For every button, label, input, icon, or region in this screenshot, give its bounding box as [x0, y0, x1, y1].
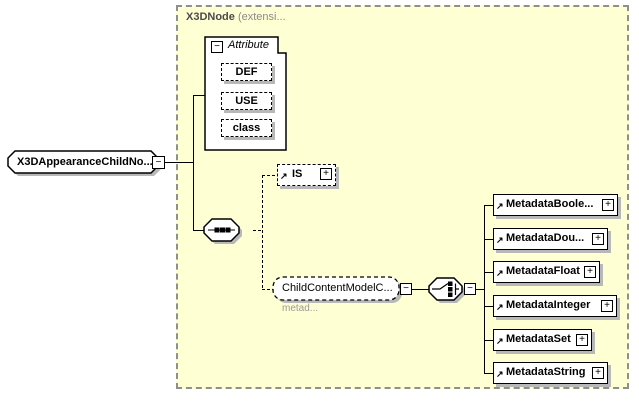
plus-icon: + [595, 233, 601, 244]
reference-arrow-icon: ↗ [280, 171, 288, 181]
attribute-class[interactable]: class [221, 119, 272, 137]
collapse-button-childcontentmodel[interactable]: − [400, 283, 412, 295]
expand-button[interactable]: + [602, 199, 614, 211]
group-ref-label: ChildContentModelC... [282, 282, 393, 294]
collapse-button-attributes[interactable]: − [211, 41, 223, 53]
attribute-use[interactable]: USE [221, 92, 272, 110]
reference-arrow-icon: ↗ [496, 201, 504, 211]
reference-arrow-icon: ↗ [496, 268, 504, 278]
reference-arrow-icon: ↗ [496, 235, 504, 245]
element-metadata-integer[interactable]: ↗ MetadataInteger + [493, 295, 617, 317]
reference-arrow-icon: ↗ [496, 302, 504, 312]
minus-icon: − [467, 283, 473, 294]
element-metadata-boolean[interactable]: ↗ MetadataBoole... + [493, 194, 618, 216]
expand-button[interactable]: + [576, 334, 588, 346]
attribute-label: class [232, 122, 261, 134]
plus-icon: + [604, 300, 610, 311]
root-element-shape [7, 150, 161, 176]
expand-button[interactable]: + [592, 367, 604, 379]
expand-button-is[interactable]: + [320, 168, 332, 180]
plus-icon: + [587, 266, 593, 277]
element-label: X3DAppearanceChildNo... [17, 156, 153, 168]
expand-button[interactable]: + [592, 233, 604, 245]
attribute-label: DEF [235, 66, 258, 78]
minus-icon: − [155, 156, 162, 168]
attribute-def[interactable]: DEF [221, 63, 272, 81]
group-ref-annotation: metad... [282, 303, 319, 314]
element-metadata-float[interactable]: ↗ MetadataFloat + [493, 261, 600, 283]
collapse-button-choice[interactable]: − [464, 283, 476, 295]
element-label: MetadataDou... [506, 232, 585, 244]
extension-subtitle: (extensi... [237, 11, 286, 23]
plus-icon: + [595, 367, 601, 378]
extension-header: X3DNode (extensi... [186, 11, 286, 23]
expand-button[interactable]: + [601, 300, 613, 312]
element-label: MetadataSet [506, 333, 571, 345]
collapse-button-root[interactable]: − [152, 156, 165, 169]
element-label: MetadataInteger [506, 299, 591, 311]
element-metadata-double[interactable]: ↗ MetadataDou... + [493, 228, 608, 250]
plus-icon: + [605, 199, 611, 210]
reference-arrow-icon: ↗ [496, 336, 504, 346]
plus-icon: + [323, 168, 329, 179]
element-x3dappearancechildnode[interactable]: X3DAppearanceChildNo... [8, 151, 158, 173]
element-is[interactable]: ↗ IS + [277, 164, 336, 186]
dashed-connectors [253, 175, 277, 290]
attributes-header-label: Attribute [228, 39, 269, 51]
choice-compositor-icon[interactable] [428, 277, 465, 303]
sequence-compositor-icon[interactable] [203, 218, 242, 244]
minus-icon: − [403, 283, 409, 294]
element-label: IS [292, 168, 303, 180]
reference-arrow-icon: ↗ [496, 369, 504, 379]
attribute-label: USE [235, 95, 258, 107]
element-metadata-string[interactable]: ↗ MetadataString + [493, 362, 608, 384]
element-metadata-set[interactable]: ↗ MetadataSet + [493, 329, 592, 351]
group-ref-shape [272, 276, 402, 303]
expand-button[interactable]: + [584, 266, 596, 278]
element-label: MetadataBoole... [506, 198, 594, 210]
group-ref-childcontentmodel[interactable]: ChildContentModelC... [273, 277, 399, 300]
extension-title: X3DNode [186, 11, 235, 23]
minus-icon: − [214, 41, 220, 52]
element-label: MetadataString [506, 366, 586, 378]
plus-icon: + [579, 334, 585, 345]
element-label: MetadataFloat [506, 265, 580, 277]
solid-connectors [165, 95, 493, 374]
